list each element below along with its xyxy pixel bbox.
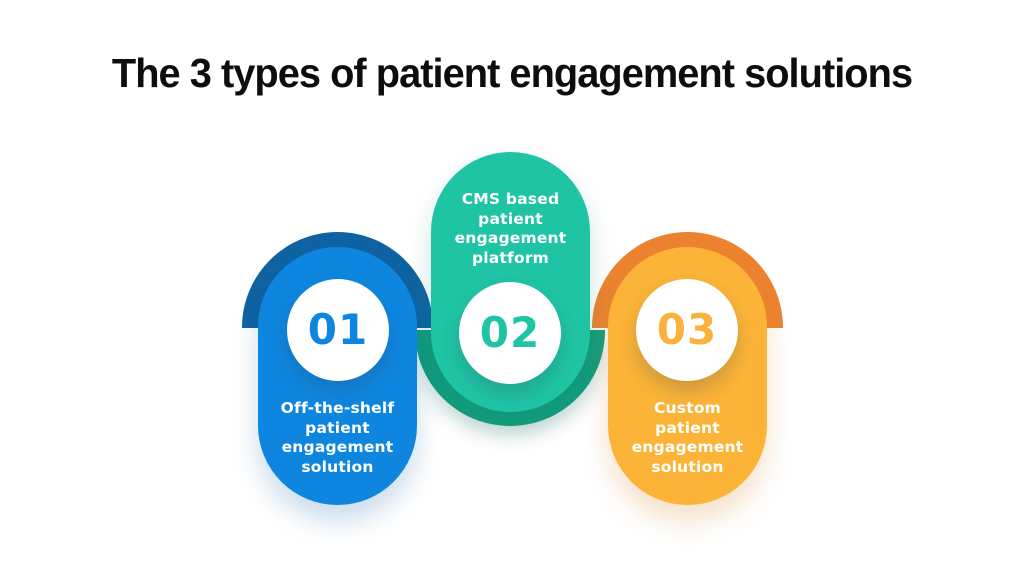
- card-label-line: Custom: [653, 399, 722, 417]
- card-label: CMS based patient engagement platform: [429, 190, 592, 268]
- card-label-line: patient: [305, 418, 370, 437]
- card-label: Custom patient engagement solution: [606, 399, 769, 477]
- card-label-line: patient: [655, 418, 720, 437]
- step-number-badge: 01: [287, 279, 389, 381]
- card-label-line: patient: [478, 209, 543, 228]
- step-number-badge: 02: [459, 282, 561, 384]
- card-label-line: solution: [301, 457, 374, 476]
- card-label-line: CMS based: [461, 190, 560, 208]
- card-label-line: solution: [651, 457, 724, 476]
- step-number-badge: 03: [636, 279, 738, 381]
- card-label-line: engagement: [631, 438, 744, 456]
- page-title: The 3 types of patient engagement soluti…: [111, 50, 913, 96]
- step-number: 01: [307, 305, 369, 354]
- step-number: 02: [479, 308, 541, 357]
- card-label-line: platform: [471, 248, 550, 267]
- card-label: Off-the-shelf patient engagement solutio…: [256, 399, 419, 477]
- card-label-line: engagement: [454, 229, 567, 247]
- card-label-line: Off-the-shelf: [280, 399, 395, 417]
- step-number: 03: [656, 305, 718, 354]
- card-label-line: engagement: [281, 438, 394, 456]
